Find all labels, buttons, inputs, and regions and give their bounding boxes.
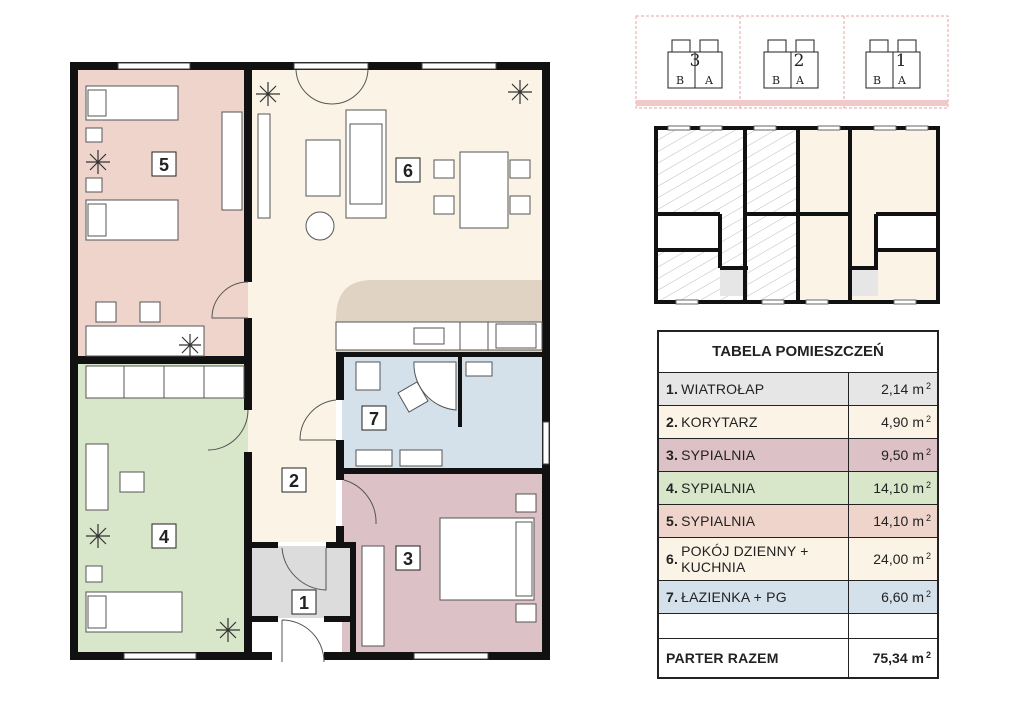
room-name: WIATROŁAP [681,381,765,397]
room-name: SYPIALNIA [681,480,756,496]
total-label: PARTER RAZEM [659,639,849,677]
plant-icons [86,80,532,642]
total-unit-exp: 2 [925,650,931,660]
room-name-cell: 3.SYPIALNIA [659,439,849,471]
room-area-unit: m [912,447,924,463]
room-area-unit: m [912,414,924,430]
thumb-unit-2-number: 2 [794,51,805,71]
room-7-furniture [355,361,493,467]
thumb-unit-1-right: A [897,74,907,87]
room-name-cell: 1.WIATROŁAP [659,373,849,405]
room-7-number: 7 [369,409,379,429]
room-number: 6. [666,551,679,567]
thumb-unit-2-right: A [795,74,805,87]
thumb-unit-3-number: 3 [690,51,701,71]
room-table-title: TABELA POMIESZCZEŃ [659,332,937,373]
room-labels: 5 6 7 2 4 3 1 [151,151,421,615]
room-area-value: 6,60 [881,589,909,605]
room-area-unit: m [912,480,924,496]
windows [117,62,550,660]
room-name-cell: 2.KORYTARZ [659,406,849,438]
room-name: ŁAZIENKA + PG [681,589,787,605]
room-2-fill [248,352,336,542]
total-area-value: 75,34 [872,650,908,666]
room-1-number: 1 [299,593,309,613]
doors [207,69,377,663]
room-area-value: 24,00 [873,551,909,567]
room-area-value: 14,10 [873,480,909,496]
room-area-value: 14,10 [873,513,909,529]
room-name: POKÓJ DZIENNY + KUCHNIA [681,543,809,575]
room-area-unit: m [912,551,924,567]
room-area-unit: m [912,381,924,397]
room-5-furniture [85,85,243,357]
thumb-unit-2-left: B [772,74,780,87]
room-2-number: 2 [289,471,299,491]
room-table-row [659,614,937,639]
room-name: SYPIALNIA [681,513,756,529]
room-number: 4. [666,480,679,496]
site-thumbnail: 3 B A 2 B A 1 B A [635,15,949,109]
room-number: 2. [666,414,679,430]
thumb-unit-1-number: 1 [896,51,907,71]
room-name-cell: 5.SYPIALNIA [659,505,849,537]
room-area-unit-exp: 2 [925,551,931,561]
room-4-furniture [85,365,245,633]
room-6-number: 6 [403,161,413,181]
room-area-value: 9,50 [881,447,909,463]
room-5-number: 5 [159,155,169,175]
room-6-furniture [257,109,543,351]
thumb-unit-1-left: B [873,74,881,87]
room-name-cell [659,614,849,638]
room-number: 1. [666,381,679,397]
room-name-cell: 6.POKÓJ DZIENNY + KUCHNIA [659,538,849,580]
room-number: 5. [666,513,679,529]
thumb-unit-3-right: A [704,74,714,87]
room-area-unit-exp: 2 [925,589,931,599]
total-unit: m [911,650,924,666]
room-name-cell: 4.SYPIALNIA [659,472,849,504]
thumb-unit-3-left: B [676,74,684,87]
room-number: 3. [666,447,679,463]
room-name: SYPIALNIA [681,447,756,463]
room-name: KORYTARZ [681,414,758,430]
room-area-unit-exp: 2 [925,480,931,490]
room-4-number: 4 [159,527,169,547]
room-3-number: 3 [403,549,413,569]
mini-plan [654,125,940,305]
room-3-furniture [361,493,537,647]
room-name-cell: 7.ŁAZIENKA + PG [659,581,849,613]
room-area-unit-exp: 2 [925,381,931,391]
room-area-cell [849,614,937,638]
room-area-value: 4,90 [881,414,909,430]
room-area-unit-exp: 2 [925,447,931,457]
room-area-unit-exp: 2 [925,414,931,424]
room-number: 7. [666,589,679,605]
room-area-unit-exp: 2 [925,513,931,523]
room-area-unit: m [912,589,924,605]
room-area-unit: m [912,513,924,529]
room-area-value: 2,14 [881,381,909,397]
